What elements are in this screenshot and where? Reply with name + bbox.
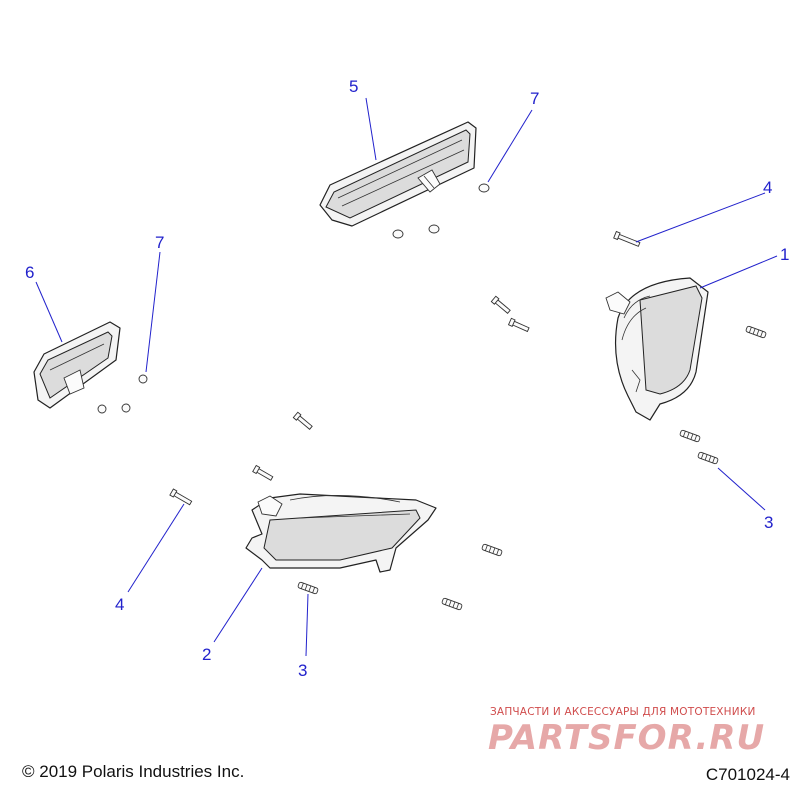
callout-5: 5	[349, 77, 358, 96]
watermark-logo: PARTSFOR.RU	[488, 718, 766, 758]
part-6-light-bar	[33, 321, 121, 409]
callout-6: 6	[25, 263, 34, 282]
callout-2: 2	[202, 645, 211, 664]
watermark-tagline: ЗАПЧАСТИ И АКСЕССУАРЫ ДЛЯ МОТОТЕХНИКИ	[490, 706, 756, 718]
spring-clip-icon	[297, 325, 767, 611]
callout-3: 3	[298, 661, 307, 680]
callout-4: 4	[763, 178, 772, 197]
part-1-headlight	[605, 277, 709, 421]
copyright-text: © 2019 Polaris Industries Inc.	[22, 762, 245, 781]
callout-4: 4	[115, 595, 124, 614]
nut-icon	[97, 374, 148, 414]
callout-7: 7	[155, 233, 164, 252]
callout-1: 1	[780, 245, 789, 264]
callout-3: 3	[764, 513, 773, 532]
screw-icon	[169, 230, 641, 506]
part-5-light-bar	[319, 121, 477, 227]
drawing-code: C701024-4	[705, 765, 790, 784]
nut-icon	[392, 183, 490, 239]
part-2-headlight	[245, 493, 437, 573]
callout-7: 7	[530, 89, 539, 108]
leader-lines	[35, 97, 778, 657]
callout-labels: 5 7 4 1 7 6 3 4 2 3	[25, 77, 789, 680]
